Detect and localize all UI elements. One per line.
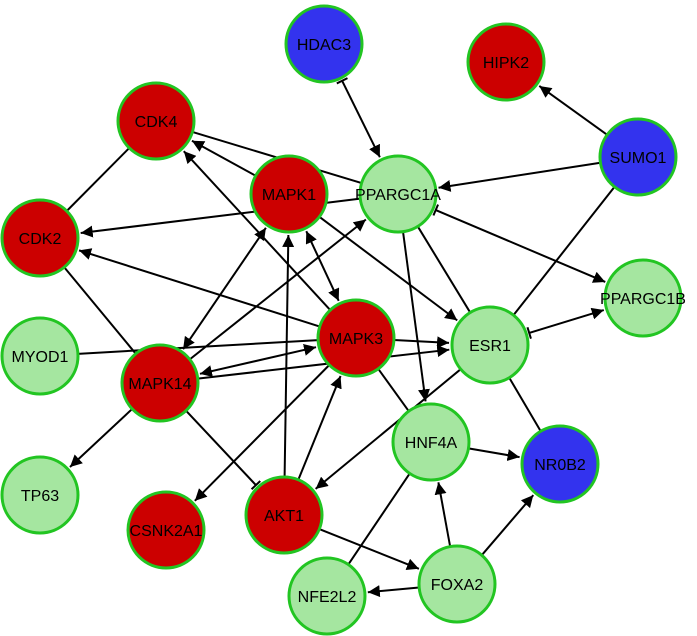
edge-mapk14-akt1 bbox=[185, 410, 261, 490]
edge-cdk2-mapk14 bbox=[63, 266, 137, 355]
node-label-akt1: AKT1 bbox=[264, 508, 304, 525]
edge-hnf4a-nfe2l2 bbox=[347, 472, 411, 566]
edge-mapk1-esr1 bbox=[318, 216, 458, 322]
node-circle-nr0b2 bbox=[520, 424, 600, 504]
node-nr0b2[interactable]: NR0B2 bbox=[520, 424, 600, 504]
node-sumo1[interactable]: SUMO1 bbox=[598, 117, 678, 197]
node-circle-sumo1 bbox=[598, 117, 678, 197]
edge-mapk3-hnf4a bbox=[377, 368, 410, 412]
node-circle-esr1 bbox=[450, 305, 530, 385]
node-label-mapk1: MAPK1 bbox=[262, 187, 316, 204]
edge-mapk3-esr1 bbox=[393, 336, 450, 349]
node-circle-ppargc1b bbox=[603, 258, 683, 338]
node-label-hdac3: HDAC3 bbox=[297, 37, 351, 54]
node-hdac3[interactable]: HDAC3 bbox=[284, 4, 364, 84]
edge-cdk4-cdk2 bbox=[66, 147, 130, 212]
node-circle-hnf4a bbox=[391, 402, 471, 482]
node-mapk3[interactable]: MAPK3 bbox=[316, 298, 396, 378]
node-label-tp63: TP63 bbox=[21, 488, 59, 505]
node-circle-cdk4 bbox=[116, 81, 196, 161]
node-label-mapk14: MAPK14 bbox=[128, 376, 191, 393]
node-akt1[interactable]: AKT1 bbox=[244, 475, 324, 555]
edge-ppargc1a-hdac3 bbox=[336, 77, 381, 158]
edge-mapk14-mapk3 bbox=[199, 344, 317, 377]
node-circle-akt1 bbox=[244, 475, 324, 555]
edge-hnf4a-nr0b2 bbox=[468, 447, 520, 462]
edge-akt1-foxa2 bbox=[318, 528, 420, 570]
node-csnk2a1[interactable]: CSNK2A1 bbox=[126, 490, 206, 570]
edge-esr1-nr0b2 bbox=[508, 377, 542, 432]
node-label-nfe2l2: NFE2L2 bbox=[298, 589, 357, 606]
edge-mapk14-ppargc1a bbox=[189, 218, 367, 361]
node-circle-hipk2 bbox=[466, 22, 546, 102]
edge-mapk3-cdk2 bbox=[78, 248, 321, 328]
edge-akt1-mapk1 bbox=[282, 234, 295, 478]
node-foxa2[interactable]: FOXA2 bbox=[417, 544, 497, 624]
edge-myod1-mapk3 bbox=[77, 339, 319, 355]
edge-ppargc1a-hnf4a bbox=[402, 231, 430, 402]
edge-esr1-ppargc1b bbox=[526, 307, 605, 339]
edge-mapk1-mapk14 bbox=[182, 227, 267, 350]
node-label-cdk4: CDK4 bbox=[135, 114, 178, 131]
node-label-sumo1: SUMO1 bbox=[610, 150, 667, 167]
node-label-csnk2a1: CSNK2A1 bbox=[130, 523, 203, 540]
edge-foxa2-nfe2l2 bbox=[367, 585, 420, 598]
node-circle-myod1 bbox=[0, 316, 80, 396]
edge-esr1-akt1 bbox=[314, 368, 462, 490]
node-label-ppargc1b: PPARGC1B bbox=[600, 291, 686, 308]
node-mapk14[interactable]: MAPK14 bbox=[120, 343, 200, 423]
edge-mapk1-cdk4 bbox=[191, 139, 257, 177]
node-label-myod1: MYOD1 bbox=[12, 349, 69, 366]
node-circle-nfe2l2 bbox=[287, 556, 367, 636]
node-circle-foxa2 bbox=[417, 544, 497, 624]
node-label-cdk2: CDK2 bbox=[19, 231, 62, 248]
node-nfe2l2[interactable]: NFE2L2 bbox=[287, 556, 367, 636]
node-circle-cdk2 bbox=[0, 198, 80, 278]
node-circle-mapk14 bbox=[120, 343, 200, 423]
edge-sumo1-ppargc1a bbox=[438, 161, 601, 192]
node-label-hnf4a: HNF4A bbox=[405, 435, 458, 452]
node-ppargc1a[interactable]: PPARGC1A bbox=[355, 154, 441, 234]
node-cdk2[interactable]: CDK2 bbox=[0, 198, 80, 278]
node-circle-mapk3 bbox=[316, 298, 396, 378]
edge-akt1-mapk3 bbox=[297, 375, 342, 481]
node-label-mapk3: MAPK3 bbox=[329, 331, 383, 348]
node-circle-ppargc1a bbox=[358, 154, 438, 234]
node-cdk4[interactable]: CDK4 bbox=[116, 81, 196, 161]
edge-mapk14-tp63 bbox=[69, 408, 133, 468]
node-tp63[interactable]: TP63 bbox=[0, 455, 80, 535]
node-esr1[interactable]: ESR1 bbox=[450, 305, 530, 385]
node-label-ppargc1a: PPARGC1A bbox=[355, 187, 441, 204]
node-circle-hdac3 bbox=[284, 4, 364, 84]
edge-ppargc1a-ppargc1b bbox=[432, 204, 606, 283]
node-hipk2[interactable]: HIPK2 bbox=[466, 22, 546, 102]
node-circle-csnk2a1 bbox=[126, 490, 206, 570]
node-label-nr0b2: NR0B2 bbox=[534, 457, 586, 474]
node-ppargc1b[interactable]: PPARGC1B bbox=[600, 258, 686, 338]
node-label-esr1: ESR1 bbox=[469, 338, 511, 355]
node-myod1[interactable]: MYOD1 bbox=[0, 316, 80, 396]
edge-ppargc1a-esr1 bbox=[416, 225, 472, 314]
edges-layer bbox=[63, 77, 616, 598]
edge-mapk1-mapk3 bbox=[305, 230, 340, 302]
node-circle-tp63 bbox=[0, 455, 80, 535]
node-hnf4a[interactable]: HNF4A bbox=[391, 402, 471, 482]
node-label-hipk2: HIPK2 bbox=[483, 55, 529, 72]
node-label-foxa2: FOXA2 bbox=[431, 577, 484, 594]
edge-foxa2-hnf4a bbox=[434, 482, 452, 547]
node-mapk1[interactable]: MAPK1 bbox=[249, 154, 329, 234]
edge-foxa2-nr0b2 bbox=[480, 494, 535, 556]
node-circle-mapk1 bbox=[249, 154, 329, 234]
edge-mapk3-csnk2a1 bbox=[194, 364, 330, 502]
edge-sumo1-hipk2 bbox=[538, 85, 608, 136]
